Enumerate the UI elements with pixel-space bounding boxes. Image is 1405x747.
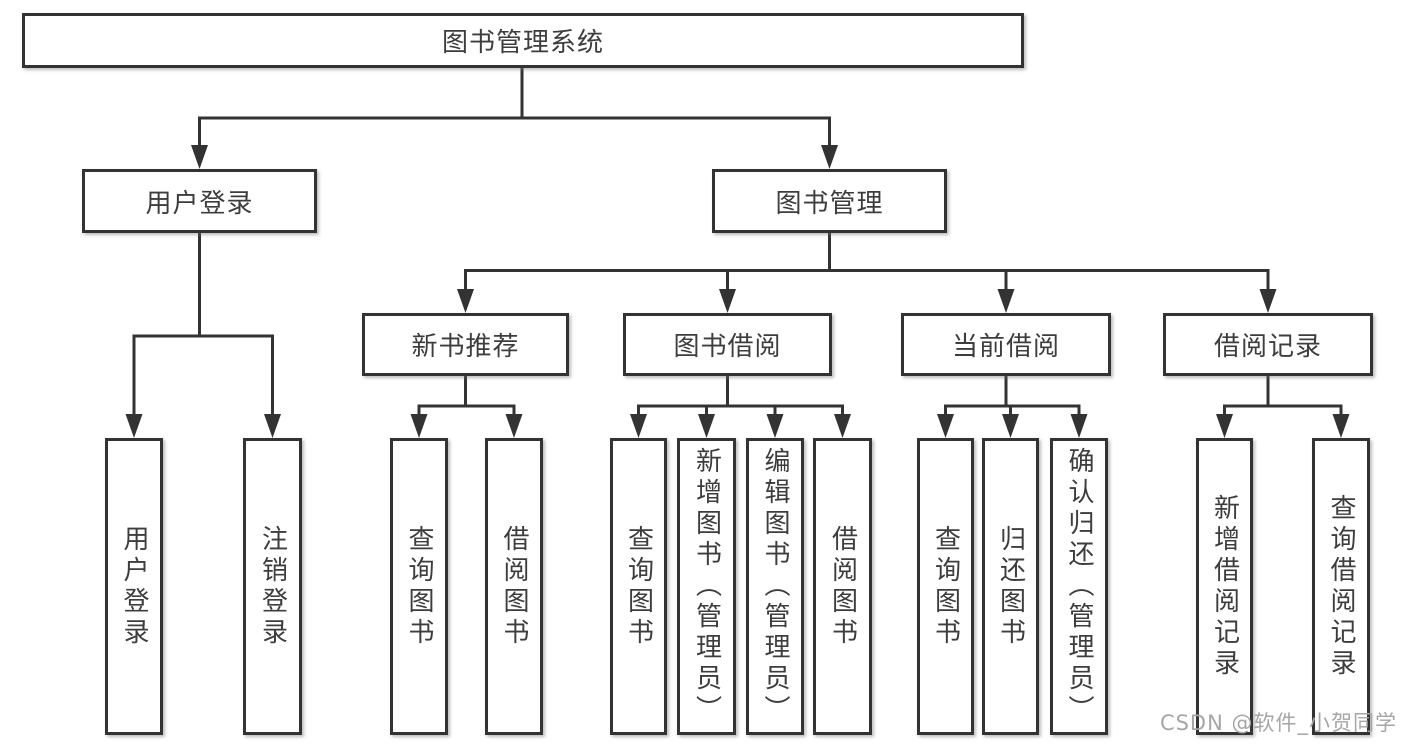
node-book-management: 图书管理 [712,169,947,233]
leaf-borrow-books-recommend: 借阅图书 [485,438,543,735]
leaf-query-books-borrowing: 查询图书 [610,438,667,735]
node-label: 归还图书 [995,524,1026,649]
node-new-book-recommendation: 新书推荐 [362,313,569,376]
node-label: 新增图书（管理员） [691,447,722,726]
leaf-edit-book-admin: 编辑图书（管理员） [746,438,804,735]
arrowheads [125,145,1350,438]
node-label: 新书推荐 [411,332,520,362]
node-label: 查询图书 [930,524,961,649]
node-label: 图书管理系统 [441,28,604,58]
node-label: 确认归还（管理员） [1064,447,1094,726]
leaf-confirm-return-admin: 确认归还（管理员） [1050,438,1108,735]
leaf-query-books-recommend: 查询图书 [390,438,448,735]
node-label: 注销登录 [257,524,288,649]
node-label: 当前借阅 [951,332,1060,362]
leaf-add-book-admin: 新增图书（管理员） [677,438,736,735]
leaf-query-books-current: 查询图书 [917,438,974,735]
node-label: 查询图书 [404,524,434,649]
node-label: 新增借阅记录 [1209,493,1240,680]
node-current-borrowing: 当前借阅 [901,313,1111,376]
node-label: 图书管理 [775,188,884,219]
node-book-borrowing: 图书借阅 [623,313,832,376]
node-label: 用户登录 [119,524,149,649]
node-label: 查询图书 [623,524,654,649]
leaf-query-borrow-record: 查询借阅记录 [1312,438,1370,735]
node-label: 借阅图书 [499,524,529,649]
node-label: 图书借阅 [673,332,782,362]
leaf-logout: 注销登录 [243,438,302,735]
node-borrowing-records: 借阅记录 [1163,313,1373,376]
node-label: 借阅图书 [827,524,858,649]
leaf-borrow-books-borrowing: 借阅图书 [813,438,872,735]
node-label: 编辑图书（管理员） [760,447,790,726]
leaf-return-books: 归还图书 [982,438,1039,735]
node-user-login: 用户登录 [82,169,317,233]
leaf-user-login: 用户登录 [105,438,163,735]
leaf-add-borrow-record: 新增借阅记录 [1196,438,1253,735]
node-library-management-system: 图书管理系统 [22,13,1024,68]
csdn-watermark: CSDN @软件_小贺同学 [1159,711,1397,735]
node-label: 用户登录 [145,188,254,219]
node-label: 查询借阅记录 [1326,493,1356,680]
node-label: 借阅记录 [1213,332,1322,362]
